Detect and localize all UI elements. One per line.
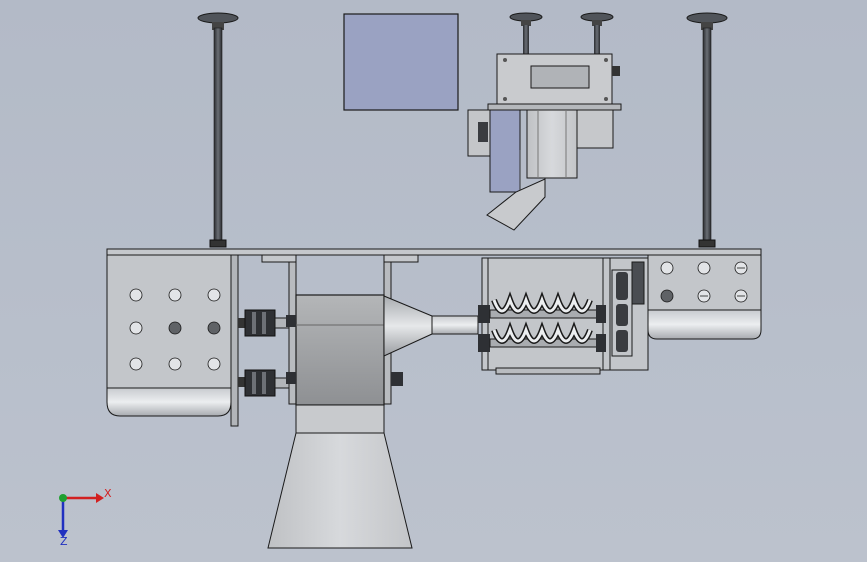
motor-bolt-pattern <box>660 261 748 303</box>
main-base-plate <box>106 248 762 256</box>
gearbox-bolt-pattern <box>129 288 221 371</box>
feeder-unit <box>467 53 622 231</box>
rod-left-outer <box>197 12 239 248</box>
axis-z-label: Z <box>60 535 68 548</box>
conical-transition <box>383 295 433 357</box>
auger-upper <box>478 291 606 323</box>
rod-mid-1 <box>509 12 543 55</box>
discharge-hopper <box>267 404 413 549</box>
axis-x-label: X <box>104 487 112 500</box>
drive-sprockets <box>611 261 645 357</box>
suspension-rods <box>197 12 728 248</box>
screw-conveyor <box>478 257 649 375</box>
couplings <box>238 309 290 397</box>
feeder-chute-panel <box>489 109 521 193</box>
feeder-motor <box>526 109 578 179</box>
connector-tube <box>431 315 479 335</box>
left-gearbox <box>106 254 239 427</box>
rod-right-outer <box>686 12 728 248</box>
feeder-spout <box>486 178 546 231</box>
feeder-display-window <box>530 65 590 89</box>
coordinate-triad: X Z <box>58 487 112 548</box>
top-panel <box>343 13 459 111</box>
rod-mid-2 <box>580 12 614 55</box>
auger-lower <box>478 321 606 352</box>
right-motor-unit <box>647 254 762 340</box>
